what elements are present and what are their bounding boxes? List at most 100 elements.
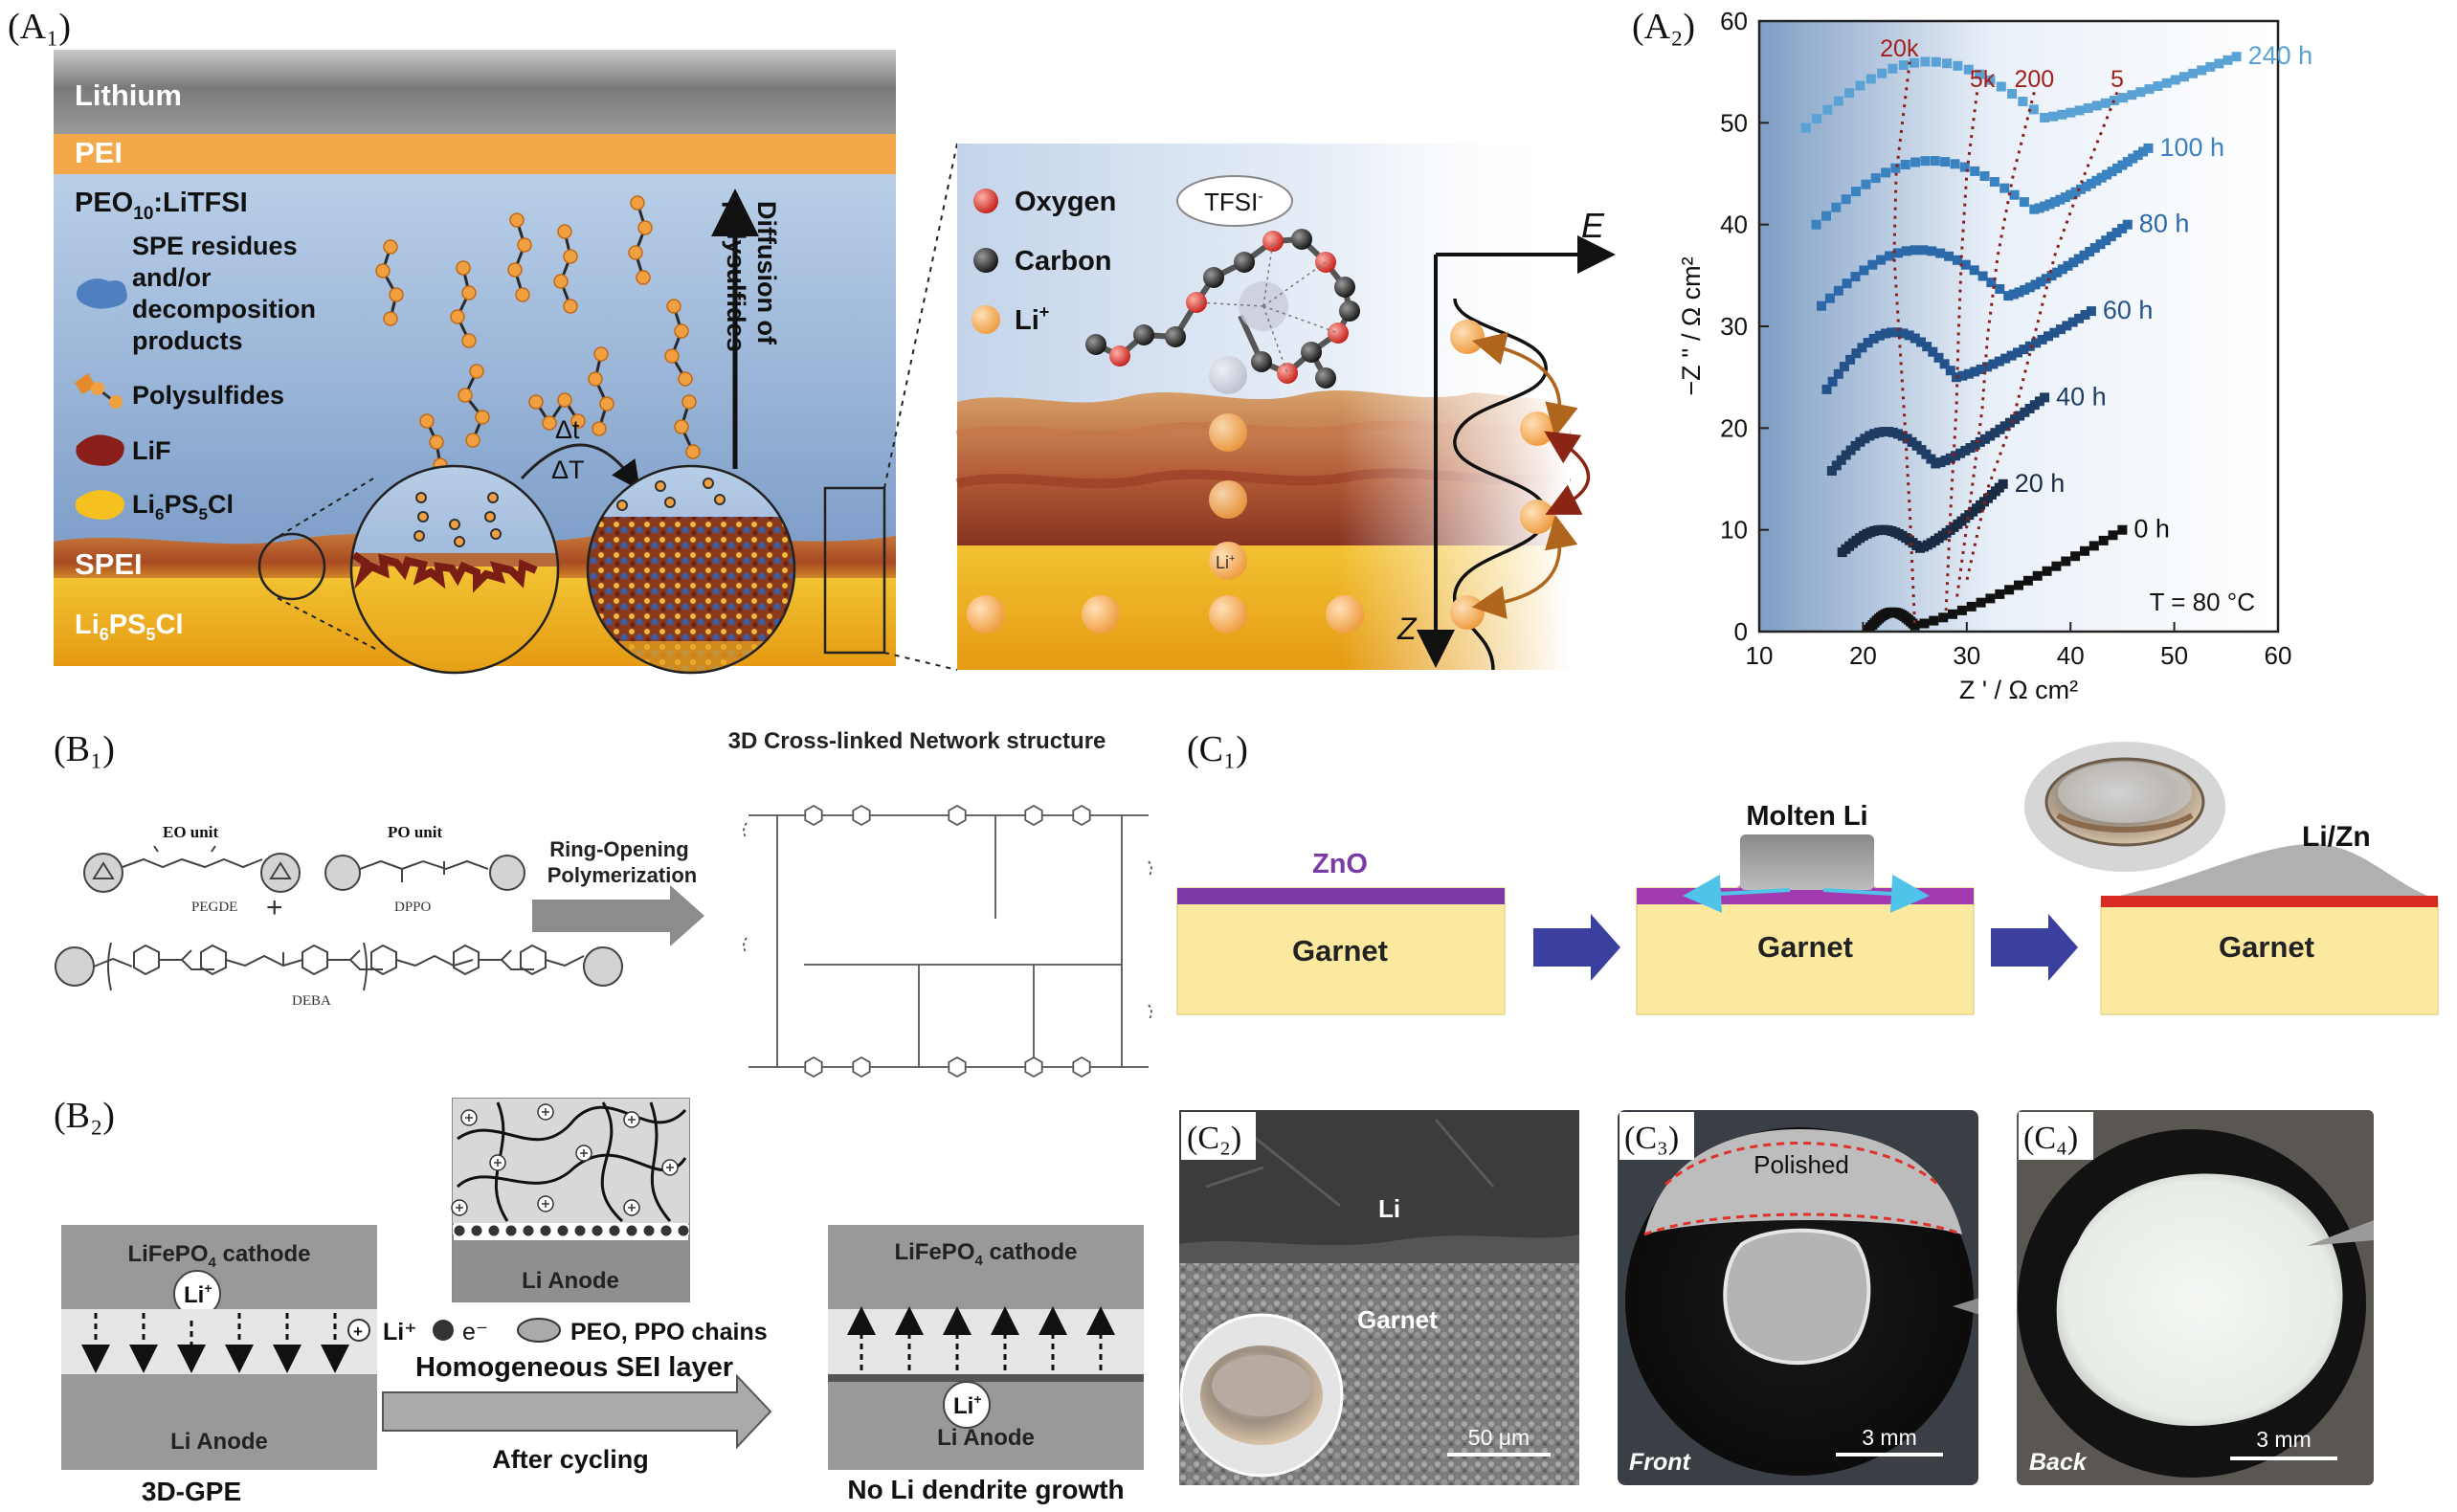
svg-text:+: +	[353, 1323, 363, 1341]
data-point	[1833, 285, 1843, 296]
data-point	[2080, 310, 2090, 320]
label-rop: Ring-Opening Polymerization	[547, 837, 697, 887]
y-tick-label: 20	[1720, 413, 1748, 442]
data-point	[1985, 593, 1996, 604]
data-point	[1831, 460, 1842, 471]
label-lithium: Lithium	[75, 78, 182, 112]
lithium-layer	[54, 50, 896, 134]
after-cycling-arrow	[382, 1373, 772, 1450]
data-point	[2006, 350, 2017, 361]
process-arrow-2	[1991, 914, 2078, 981]
data-point	[2062, 321, 2072, 331]
data-point	[2178, 72, 2189, 82]
data-point	[2019, 197, 2029, 208]
data-point	[1985, 431, 1996, 441]
data-point	[2170, 75, 2180, 85]
label-eo-unit: EO unit	[163, 823, 218, 841]
data-point	[1920, 156, 1931, 167]
data-point	[2096, 172, 2107, 183]
peo-atoms	[1085, 229, 1360, 389]
data-point	[1811, 219, 1821, 230]
label-scale-c4: 3 mm	[2256, 1427, 2312, 1452]
label-delta-t: Δt	[555, 415, 580, 444]
data-point	[2074, 313, 2085, 323]
x-tick-label: 40	[2057, 641, 2085, 670]
solvation-zoom-panel: Oxygen Carbon Li+ TFSI-	[955, 144, 1616, 671]
series-label: 0 h	[2133, 515, 2170, 544]
y-tick-label: 50	[1720, 108, 1748, 137]
series-0-h	[1863, 524, 2128, 632]
data-point	[1910, 245, 1920, 256]
data-point	[1994, 356, 2004, 367]
data-point	[2009, 189, 2020, 200]
data-point	[1863, 338, 1873, 348]
data-point	[2040, 392, 2050, 403]
frequency-label: 200	[2014, 66, 2054, 93]
zoom-source-rect	[823, 486, 886, 655]
data-point	[2108, 530, 2118, 541]
data-point	[1898, 60, 1909, 71]
data-point	[1999, 183, 2010, 193]
label-li-anode-right: Li Anode	[937, 1425, 1035, 1451]
data-point	[1965, 443, 1976, 453]
label-peo-litfsi: PEO10:LiTFSI	[75, 188, 248, 224]
data-point	[1881, 328, 1891, 339]
data-point	[1865, 74, 1876, 84]
label-garnet-1: Garnet	[1292, 934, 1388, 967]
magnify-source-circle	[257, 532, 326, 601]
cell-after: LiFePO4 cathode Li+ Li Anode No Li dendr…	[828, 1225, 1144, 1504]
data-point	[1928, 346, 1938, 357]
frequency-label: 5	[2111, 66, 2124, 93]
data-point	[1945, 453, 1955, 463]
data-point	[1844, 88, 1855, 99]
data-point	[1827, 376, 1838, 387]
series-20-h	[1837, 478, 2008, 558]
data-point	[2036, 277, 2046, 287]
data-point	[1890, 163, 1901, 173]
spe-residue-icon	[77, 278, 127, 309]
data-point	[2070, 187, 2081, 197]
data-point	[1938, 612, 1949, 623]
argyrodite-icon	[75, 490, 124, 520]
garnet-block-1	[1176, 887, 1506, 1015]
label-li-anode-left: Li Anode	[170, 1429, 268, 1455]
data-point	[2083, 103, 2093, 113]
data-point	[1977, 271, 1988, 281]
data-point	[2135, 87, 2146, 98]
data-point	[1952, 255, 1962, 265]
label-z-axis: Z	[1396, 611, 1418, 646]
data-point	[1944, 251, 1954, 261]
label-scale-c2: 50 μm	[1468, 1425, 1530, 1450]
data-point	[1898, 328, 1909, 339]
panel-label-a1: (A₁)	[8, 7, 71, 47]
carbon-legend-icon	[973, 248, 998, 273]
data-point	[2004, 417, 2015, 428]
y-tick-label: 10	[1720, 516, 1748, 545]
data-point	[2088, 541, 2099, 551]
data-point	[1998, 478, 2008, 489]
data-point	[1922, 342, 1932, 352]
data-point	[2044, 331, 2053, 342]
y-tick-label: 0	[1734, 617, 1748, 646]
data-point	[1817, 300, 1826, 311]
data-point	[1986, 278, 1997, 288]
label-molten-li: Molten Li	[1746, 801, 1867, 832]
data-point	[2055, 324, 2066, 335]
data-point	[2091, 100, 2102, 111]
data-point	[2020, 407, 2030, 417]
data-point	[2086, 178, 2096, 189]
data-point	[2052, 267, 2063, 278]
data-point	[2161, 78, 2172, 88]
data-point	[1831, 202, 1842, 212]
label-3d-gpe: 3D-GPE	[142, 1477, 241, 1506]
data-point	[2040, 113, 2050, 122]
data-point	[2086, 306, 2096, 317]
pei-layer	[54, 134, 896, 174]
data-point	[1976, 597, 1986, 608]
data-point	[2111, 228, 2122, 237]
data-point	[1870, 173, 1881, 184]
label-scale-c3: 3 mm	[1862, 1425, 1917, 1450]
data-point	[2138, 146, 2149, 157]
series-label: 40 h	[2056, 382, 2107, 411]
